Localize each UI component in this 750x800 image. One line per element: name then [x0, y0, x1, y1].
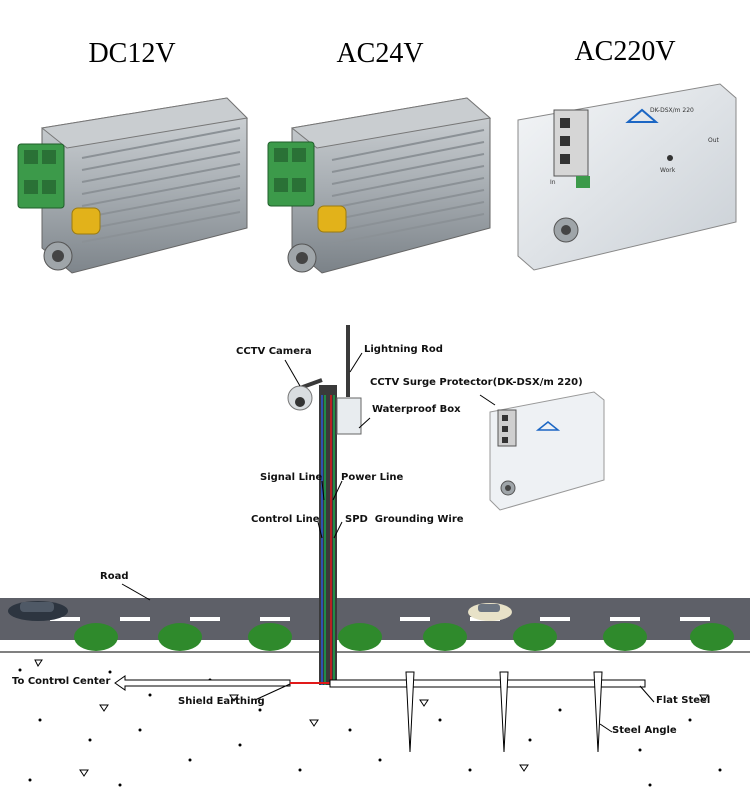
installation-diagram — [0, 325, 750, 787]
tree-icon — [158, 623, 202, 651]
label-spd-grounding-wire: SPD Grounding Wire — [345, 514, 464, 525]
tree-icon — [690, 623, 734, 651]
car-icon — [468, 603, 512, 621]
label-flat-steel: Flat Steel — [656, 695, 711, 706]
label-signal-line: Signal Line — [260, 472, 323, 483]
label-cctv-camera: CCTV Camera — [236, 346, 312, 357]
label-surge-protector: CCTV Surge Protector(DK-DSX/m 220) — [370, 377, 583, 388]
tree-icon — [338, 623, 382, 651]
label-lightning-rod: Lightning Rod — [364, 344, 443, 355]
pole — [319, 385, 337, 685]
waterproof-box — [336, 397, 362, 435]
surge-protector-dc12v-image — [17, 97, 249, 274]
label-power-line: Power Line — [341, 472, 404, 483]
ac220v-in-text: In — [550, 179, 556, 186]
tree-icon — [423, 623, 467, 651]
label-steel-angle: Steel Angle — [612, 725, 677, 736]
cctv-camera-icon — [287, 385, 313, 411]
tree-icon — [74, 623, 118, 651]
surge-protector-ac24v-image — [267, 97, 492, 274]
surge-protector-ac220v-image: DK-DSX/m 220 In Out Work — [517, 83, 737, 271]
label-ac24v: AC24V — [336, 38, 424, 69]
ac220v-out-text: Out — [708, 137, 720, 144]
label-road: Road — [100, 571, 129, 582]
tree-icon — [248, 623, 292, 651]
car-icon — [8, 601, 68, 621]
lightning-rod — [346, 325, 350, 397]
ac220v-model-text: DK-DSX/m 220 — [650, 107, 694, 114]
label-to-control-center: To Control Center — [12, 676, 111, 687]
label-ac220v: AC220V — [574, 36, 676, 67]
label-dc12v: DC12V — [88, 38, 176, 69]
label-waterproof-box: Waterproof Box — [372, 404, 461, 415]
surge-protector-ac220v-small-image — [489, 391, 605, 511]
ac220v-work-text: Work — [660, 167, 676, 174]
label-shield-earthing: Shield Earthing — [178, 696, 265, 707]
tree-icon — [513, 623, 557, 651]
label-control-line: Control Line — [251, 514, 320, 525]
tree-icon — [603, 623, 647, 651]
